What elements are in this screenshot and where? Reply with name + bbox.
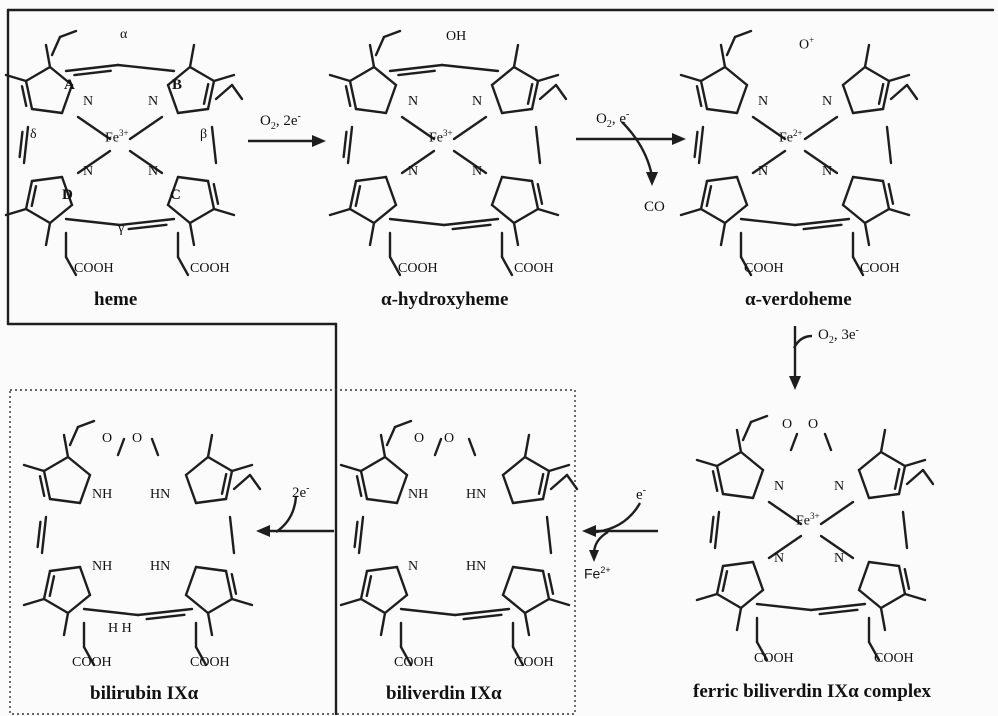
bilirubin-hn-top: HN: [150, 487, 171, 502]
biliverdin-nh: NH: [408, 487, 429, 502]
step5-reagent: 2e-: [292, 483, 310, 501]
heme-meso-delta: δ: [30, 127, 37, 142]
biliverdin-structure: [339, 419, 579, 667]
step4-byproduct: Fe2+: [584, 565, 611, 582]
bilirubin-cooh-left: COOH: [72, 655, 112, 670]
ferric-n-a: N: [774, 479, 785, 494]
biliverdin-name: biliverdin IXα: [386, 683, 502, 704]
ferric-complex-name: ferric biliverdin IXα complex: [693, 681, 932, 702]
bilirubin-oxygen-right: O: [132, 431, 143, 446]
hydroxyheme-cooh-left: COOH: [398, 261, 438, 276]
bilirubin-nh-top: NH: [92, 487, 113, 502]
heme-n-c: N: [148, 164, 159, 179]
step3-reagent: O2, 3e-: [818, 325, 859, 346]
ferric-n-b: N: [834, 479, 845, 494]
ferric-n-c: N: [834, 551, 845, 566]
arrow-step1: [248, 135, 326, 147]
heme-structure: [4, 29, 244, 277]
verdoheme-iron: Fe2+: [779, 128, 803, 146]
bilirubin-name: bilirubin IXα: [90, 683, 199, 704]
heme-ring-a: A: [64, 77, 75, 93]
biliverdin-hn-bottom: HN: [466, 559, 487, 574]
arrow-step4: [582, 502, 658, 562]
hydroxyheme-iron: Fe3+: [429, 128, 453, 146]
heme-n-a: N: [83, 94, 94, 109]
verdoheme-oxonium: O+: [799, 35, 815, 53]
step4-reagent: e-: [636, 485, 647, 503]
heme-n-b: N: [148, 94, 159, 109]
bilirubin-nh-bottom: NH: [92, 559, 113, 574]
bilirubin-oxygen-left: O: [102, 431, 113, 446]
biliverdin-cooh-right: COOH: [514, 655, 554, 670]
step1-reagent: O2, 2e-: [260, 111, 301, 132]
ferric-cooh-left: COOH: [754, 651, 794, 666]
bilirubin-methylene-h: H H: [108, 621, 132, 636]
heme-meso-alpha: α: [120, 27, 128, 42]
bilirubin-hn-bottom: HN: [150, 559, 171, 574]
ferric-biliverdin-structure: [695, 414, 935, 662]
verdoheme-cooh-right: COOH: [860, 261, 900, 276]
verdoheme-n-b: N: [822, 94, 833, 109]
hydroxyheme-structure: [328, 29, 568, 277]
hydroxyheme-n-b: N: [472, 94, 483, 109]
biliverdin-hn-top: HN: [466, 487, 487, 502]
hydroxyheme-n-c: N: [472, 164, 483, 179]
step2-reagent: O2, e-: [596, 109, 630, 130]
biliverdin-cooh-left: COOH: [394, 655, 434, 670]
hydroxyheme-n-a: N: [408, 94, 419, 109]
heme-ring-d: D: [62, 187, 73, 203]
ferric-oxygen-left: O: [782, 417, 793, 432]
bilirubin-cooh-right: COOH: [190, 655, 230, 670]
heme-cooh-right: COOH: [190, 261, 230, 276]
hydroxyheme-name: α-hydroxyheme: [381, 289, 509, 310]
heme-ring-c: C: [170, 187, 181, 203]
hydroxyheme-n-d: N: [408, 164, 419, 179]
verdoheme-n-a: N: [758, 94, 769, 109]
heme-ring-b: B: [172, 77, 183, 93]
heme-name: heme: [94, 289, 138, 310]
heme-cooh-left: COOH: [74, 261, 114, 276]
ferric-cooh-right: COOH: [874, 651, 914, 666]
arrow-step2: [576, 121, 686, 186]
arrow-step5: [256, 496, 334, 537]
biliverdin-n: N: [408, 559, 419, 574]
step2-byproduct: CO: [644, 199, 665, 215]
ferric-iron: Fe3+: [796, 511, 820, 529]
heme-meso-gamma: γ: [118, 221, 125, 236]
verdoheme-structure: [679, 29, 919, 277]
ferric-n-d: N: [774, 551, 785, 566]
verdoheme-n-d: N: [758, 164, 769, 179]
hydroxyheme-oh: OH: [446, 29, 467, 44]
verdoheme-name: α-verdoheme: [745, 289, 852, 310]
verdoheme-n-c: N: [822, 164, 833, 179]
ferric-oxygen-right: O: [808, 417, 819, 432]
heme-frame: [6, 8, 995, 716]
heme-meso-beta: β: [200, 127, 208, 142]
bile-pigment-frame: [9, 389, 576, 715]
arrow-step3: [789, 326, 813, 390]
biliverdin-oxygen-left: O: [414, 431, 425, 446]
biliverdin-oxygen-right: O: [444, 431, 455, 446]
bilirubin-structure: [22, 419, 262, 667]
verdoheme-cooh-left: COOH: [744, 261, 784, 276]
heme-n-d: N: [83, 164, 94, 179]
heme-iron: Fe3+: [105, 128, 129, 146]
hydroxyheme-cooh-right: COOH: [514, 261, 554, 276]
